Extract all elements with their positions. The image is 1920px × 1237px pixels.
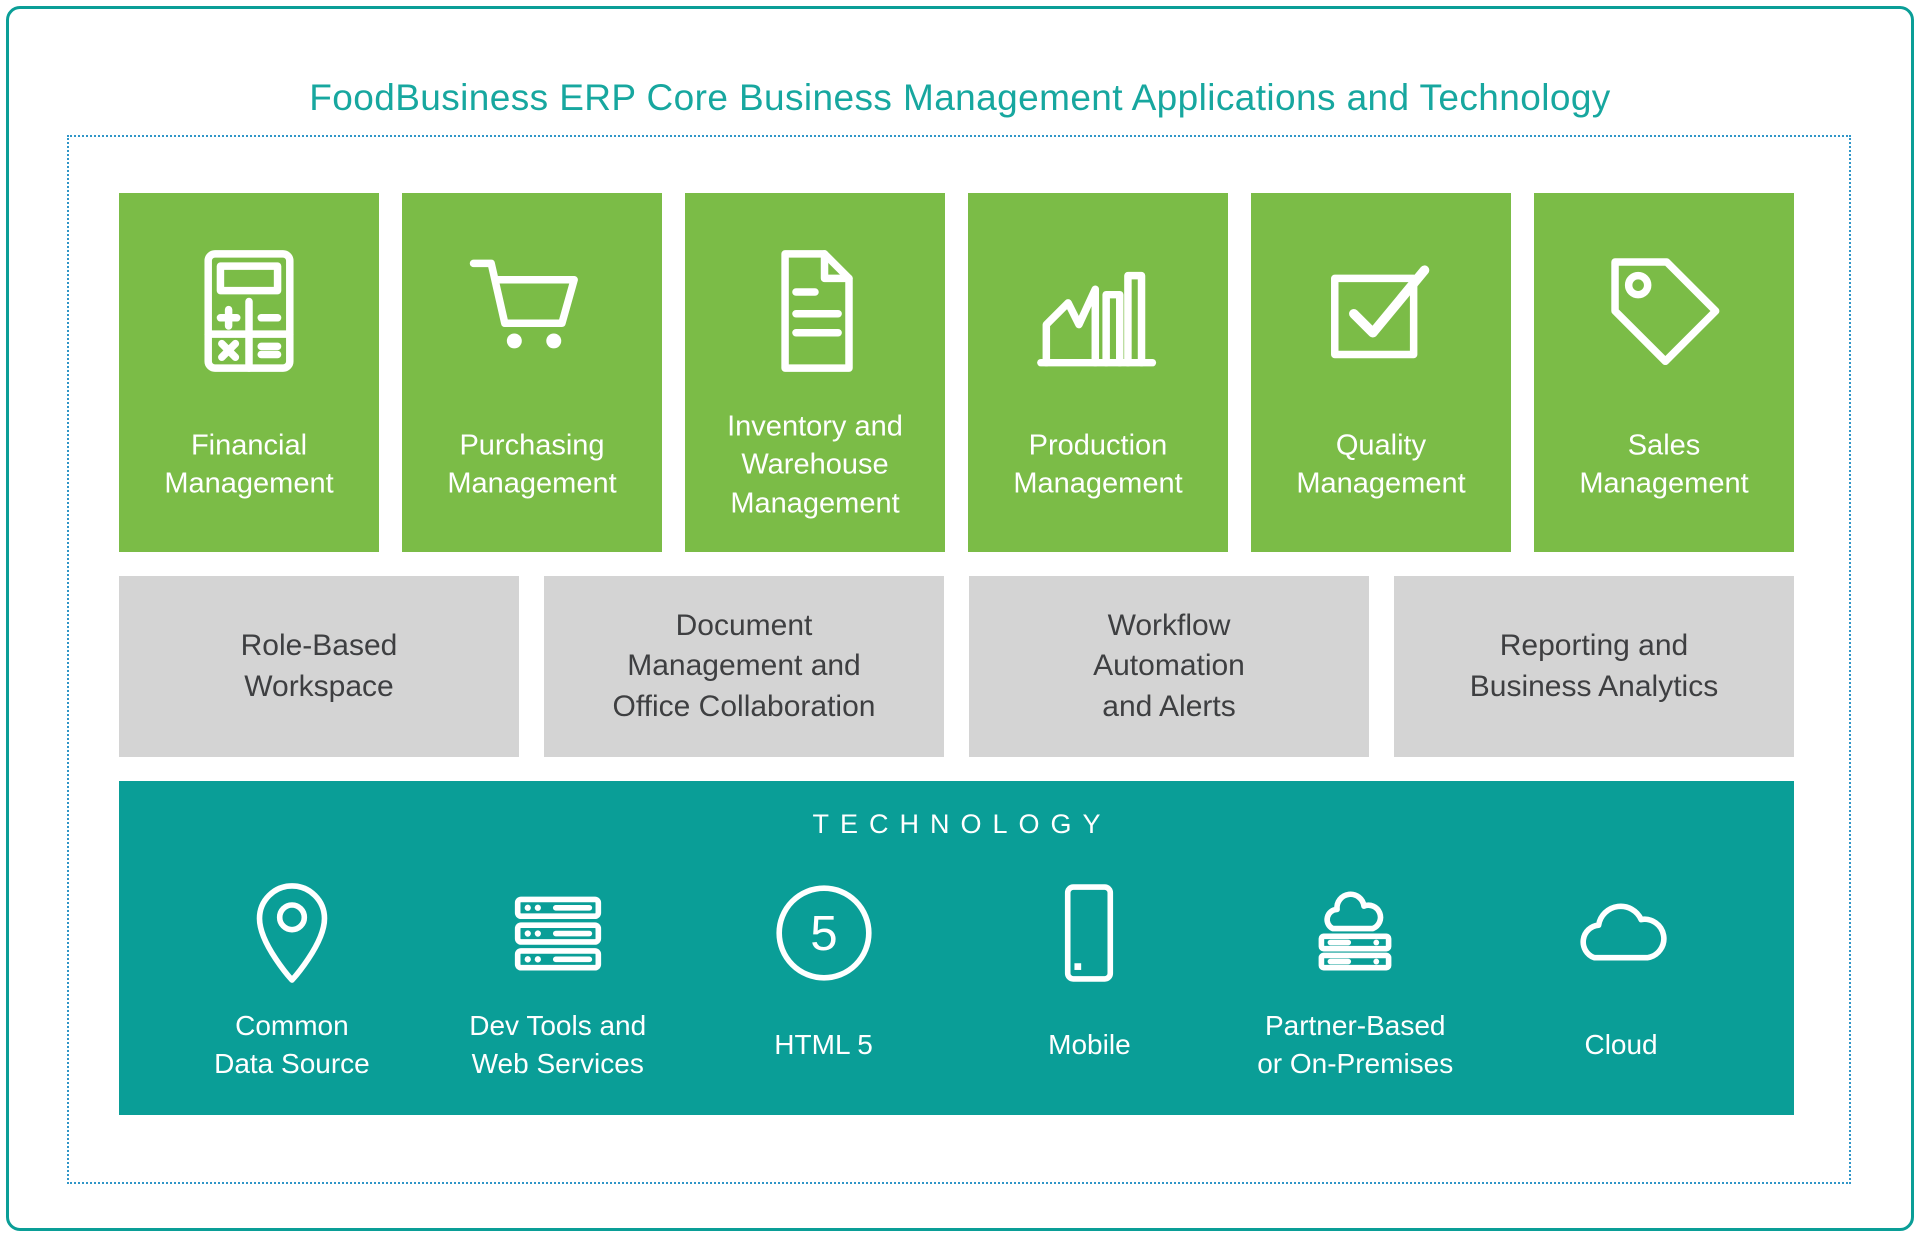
shopping-cart-icon <box>464 243 600 379</box>
app-box-label: Production Management <box>1013 429 1183 500</box>
capability-box-document-management: Document Management and Office Collabora… <box>544 576 944 757</box>
tech-item-label: Cloud <box>1584 1029 1658 1061</box>
applications-row: Financial Management Purchasing Manageme… <box>119 193 1794 552</box>
map-pin-icon <box>236 877 348 989</box>
tech-item-common-data-source: Common Data Source <box>159 781 425 1115</box>
factory-icon <box>1030 243 1166 379</box>
technology-panel: TECHNOLOGY Common Data Source <box>119 781 1794 1115</box>
page-title: FoodBusiness ERP Core Business Managemen… <box>309 76 1611 118</box>
tech-item-html5: 5 HTML 5 <box>691 781 957 1115</box>
app-box-label: Quality Management <box>1296 429 1466 500</box>
app-box-financial-management: Financial Management <box>119 193 379 552</box>
app-box-label: Purchasing Management <box>447 429 617 500</box>
calculator-icon <box>181 243 317 379</box>
cloud-server-icon <box>1299 877 1411 989</box>
tech-item-label: Partner-Based or On-Premises <box>1257 1010 1454 1079</box>
app-box-label: Inventory and Warehouse Management <box>727 410 903 520</box>
price-tag-icon <box>1596 243 1732 379</box>
technology-items-row: Common Data Source D <box>159 781 1754 1115</box>
applications-panel <box>67 135 1851 1184</box>
capability-box-role-based-workspace: Role-Based Workspace <box>119 576 519 757</box>
app-box-quality-management: Quality Management <box>1251 193 1511 552</box>
tech-item-mobile: Mobile <box>956 781 1222 1115</box>
tech-item-label: Dev Tools and Web Services <box>469 1010 647 1079</box>
tech-item-partner-based: Partner-Based or On-Premises <box>1222 781 1488 1115</box>
app-box-sales-management: Sales Management <box>1534 193 1794 552</box>
app-box-inventory-warehouse-management: Inventory and Warehouse Management <box>685 193 945 552</box>
tech-item-label: HTML 5 <box>774 1029 873 1061</box>
capability-box-workflow-automation: Workflow Automation and Alerts <box>969 576 1369 757</box>
capability-box-reporting-analytics: Reporting and Business Analytics <box>1394 576 1794 757</box>
capabilities-row: Role-Based Workspace Document Management… <box>119 576 1794 757</box>
server-stack-icon <box>502 877 614 989</box>
tech-item-dev-tools: Dev Tools and Web Services <box>425 781 691 1115</box>
html5-circle-icon: 5 <box>768 877 880 989</box>
app-box-label: Financial Management <box>164 429 334 500</box>
smartphone-icon <box>1033 877 1145 989</box>
tech-item-label: Mobile <box>1048 1029 1131 1061</box>
app-box-purchasing-management: Purchasing Management <box>402 193 662 552</box>
app-box-label: Sales Management <box>1579 429 1749 500</box>
tech-item-label: Common Data Source <box>214 1010 370 1079</box>
html5-badge: 5 <box>810 906 837 961</box>
tech-item-cloud: Cloud <box>1488 781 1754 1115</box>
app-box-production-management: Production Management <box>968 193 1228 552</box>
document-icon <box>747 243 883 379</box>
technology-heading: TECHNOLOGY <box>812 809 1112 839</box>
checkbox-check-icon <box>1313 243 1449 379</box>
cloud-icon <box>1565 877 1677 989</box>
